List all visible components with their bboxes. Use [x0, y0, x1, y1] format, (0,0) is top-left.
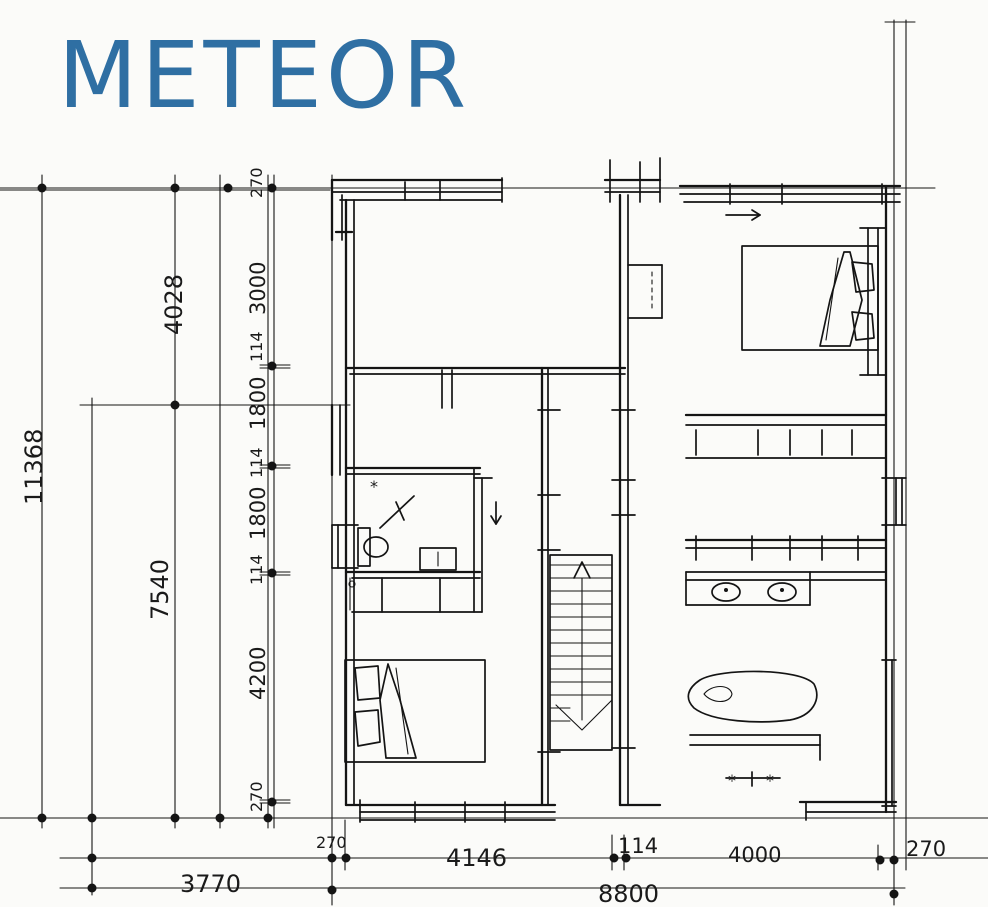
dim-v-5: 1800 — [246, 487, 270, 540]
dimension-lines — [0, 19, 988, 906]
bed-lower-left — [344, 659, 486, 763]
exterior-walls — [330, 157, 907, 823]
dim-v-3: 1800 — [246, 377, 270, 430]
dim-left-total: 11368 — [20, 429, 48, 505]
svg-text:*: * — [766, 771, 774, 790]
dim-bottom-0: 270 — [316, 833, 347, 852]
dim-left-lower: 7540 — [146, 559, 174, 620]
dim-v-8: 270 — [247, 781, 266, 812]
dim-v-6: 114 — [247, 554, 266, 585]
door-arrows: * * — [348, 209, 781, 790]
interior-walls — [344, 193, 888, 807]
dim-v-1: 3000 — [246, 262, 270, 315]
bathroom-fixtures: * — [357, 477, 818, 723]
dim-bottom-4: 270 — [906, 837, 946, 861]
dim-left-upper: 4028 — [160, 274, 188, 335]
dim-bottom-left: 3770 — [180, 870, 241, 898]
dim-bottom-total: 8800 — [598, 880, 659, 907]
dim-v-4: 114 — [247, 447, 266, 478]
dim-bottom-2: 114 — [618, 834, 658, 858]
brand-logo: METEOR — [58, 22, 471, 129]
svg-text:*: * — [728, 771, 736, 790]
dim-v-7: 4200 — [246, 647, 270, 700]
dimension-labels: 11368 4028 7540 270 3000 114 1800 114 18… — [20, 167, 946, 907]
dim-v-2: 114 — [247, 331, 266, 362]
staircase — [549, 554, 613, 751]
dimension-dots — [37, 183, 899, 899]
dim-bottom-1: 4146 — [446, 844, 507, 872]
dim-v-0: 270 — [247, 167, 266, 198]
bed-upper-right — [741, 245, 879, 351]
dim-bottom-3: 4000 — [728, 843, 781, 867]
svg-text:*: * — [370, 477, 378, 496]
